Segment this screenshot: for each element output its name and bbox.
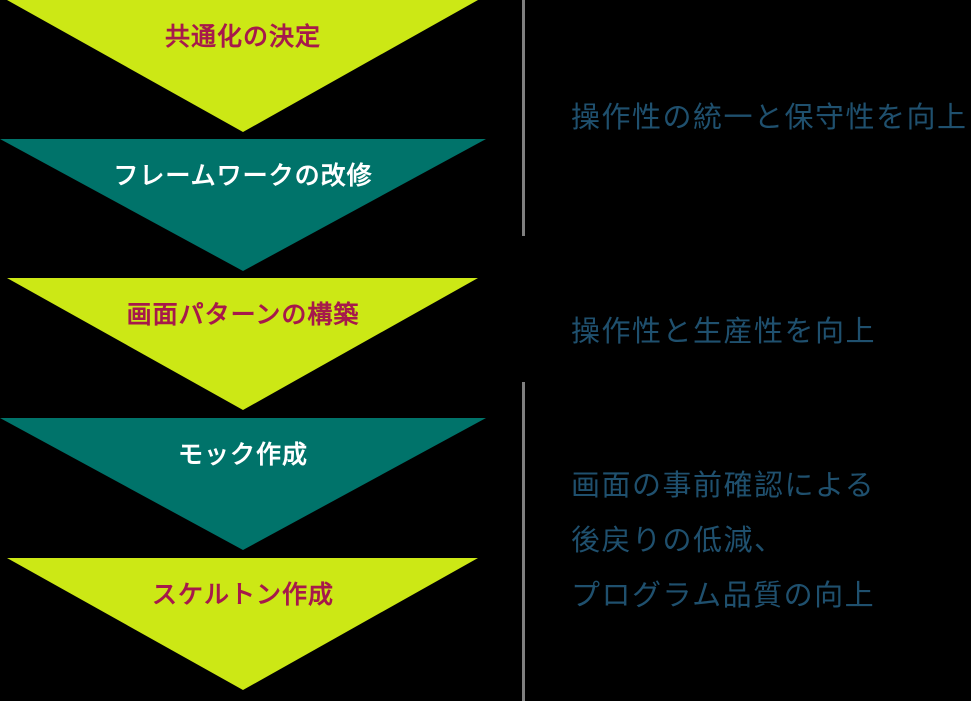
benefit-note-3: 画面の事前確認による 後戻りの低減、 プログラム品質の向上	[571, 459, 875, 624]
down-triangle-5	[7, 558, 478, 690]
flow-step-2: フレームワークの改修	[0, 139, 486, 279]
down-triangle-1	[7, 0, 478, 132]
benefit-note-line: 操作性の統一と保守性を向上	[571, 102, 968, 134]
down-triangle-3	[7, 278, 478, 410]
divider-line-bottom	[522, 382, 525, 701]
flow-step-1: 共通化の決定	[0, 0, 486, 140]
step-label-2: フレームワークの改修	[113, 162, 373, 190]
step-label-1: 共通化の決定	[164, 23, 321, 51]
benefit-note-2: 操作性と生産性を向上	[571, 305, 876, 360]
benefit-note-line: 操作性と生産性を向上	[571, 316, 877, 348]
flow-step-3: 画面パターンの構築	[0, 278, 486, 418]
benefit-note-line: 後戻りの低減、	[571, 525, 785, 557]
step-label-4: モック作成	[177, 441, 308, 469]
divider-line-top	[522, 0, 525, 236]
benefit-note-line: 画面の事前確認による	[571, 470, 876, 502]
step-label-3: 画面パターンの構築	[126, 301, 360, 329]
step-label-5: スケルトン作成	[151, 581, 334, 609]
down-triangle-4	[0, 418, 486, 550]
benefit-note-line: プログラム品質の向上	[571, 580, 876, 612]
flow-step-5: スケルトン作成	[0, 558, 486, 698]
flow-step-4: モック作成	[0, 418, 486, 558]
benefit-note-1: 操作性の統一と保守性を向上	[571, 91, 968, 146]
down-triangle-2	[0, 139, 486, 271]
